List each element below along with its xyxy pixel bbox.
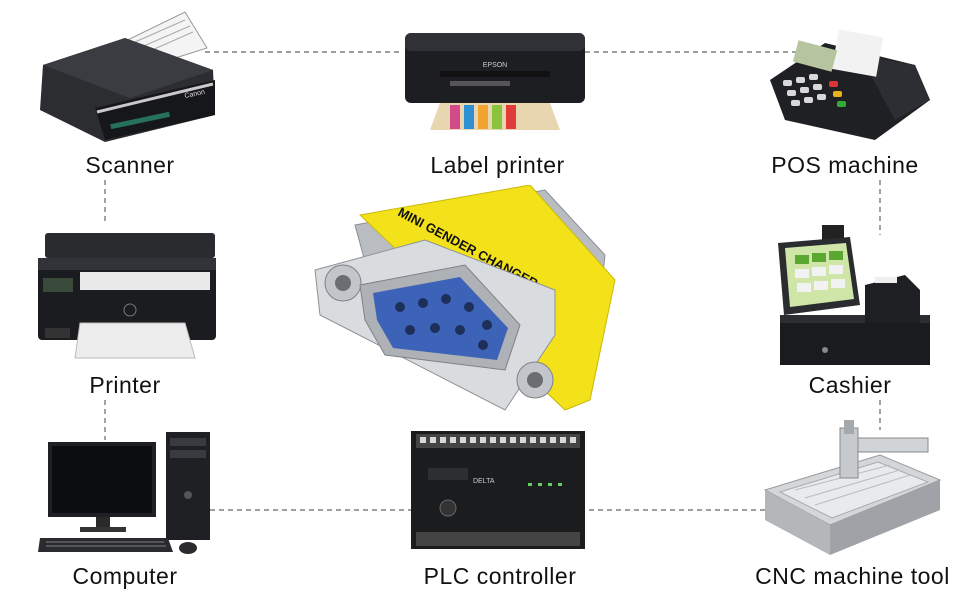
computer-device	[38, 430, 218, 560]
plc-controller-device: DELTA	[408, 428, 588, 553]
gender-changer-device: MINI GENDER CHANGER	[305, 185, 635, 420]
pos-machine-device	[765, 25, 935, 145]
cnc-machine-tool-label: CNC machine tool	[755, 563, 950, 589]
printer-device	[35, 228, 220, 363]
label-printer-label: Label printer	[430, 152, 565, 178]
svg-text:EPSON: EPSON	[483, 62, 508, 69]
scanner-device: Canon	[35, 10, 225, 145]
svg-text:Canon: Canon	[184, 89, 206, 100]
pos-machine-label: POS machine	[771, 152, 919, 178]
cashier-device	[770, 215, 935, 370]
computer-label: Computer	[72, 563, 178, 589]
plc-controller-label: PLC controller	[423, 563, 577, 589]
printer-label: Printer	[89, 372, 161, 398]
cnc-machine-tool-device	[760, 420, 945, 560]
scanner-label: Scanner	[85, 152, 175, 178]
label-printer-device: EPSON	[400, 25, 590, 135]
svg-text:DELTA: DELTA	[473, 478, 495, 485]
cashier-label: Cashier	[808, 372, 892, 398]
